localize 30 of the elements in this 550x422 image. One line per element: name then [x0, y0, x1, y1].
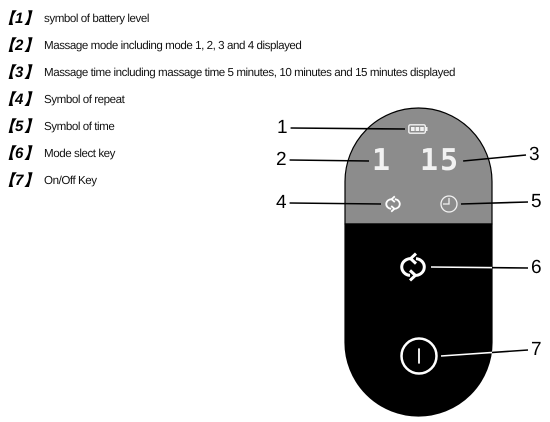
item-number: 【6】	[0, 145, 38, 163]
item-description: symbol of battery level	[44, 11, 149, 27]
item-description: Symbol of repeat	[44, 92, 124, 108]
callout-number: 4	[276, 193, 287, 213]
leader-line	[290, 202, 381, 205]
callout-number: 1	[277, 118, 288, 138]
item-number: 【7】	[0, 172, 38, 190]
leader-line	[290, 127, 405, 130]
item-description: On/Off Key	[44, 173, 97, 189]
item-description: Massage mode including mode 1, 2, 3 and 4 displayed	[44, 38, 302, 54]
item-number: 【3】	[0, 64, 38, 82]
callout-number: 6	[531, 258, 542, 278]
callout-number: 3	[529, 145, 540, 165]
item-description: Massage time including massage time 5 minutes, 10 minutes and 15 minutes displayed	[44, 65, 455, 81]
leader-line	[440, 349, 528, 357]
item-description: Symbol of time	[44, 119, 114, 135]
leader-line	[431, 266, 528, 269]
item-number: 【2】	[0, 37, 38, 55]
callout-number: 2	[276, 150, 287, 170]
callout-number: 7	[531, 340, 542, 360]
leader-line	[290, 159, 370, 162]
item-number: 【4】	[0, 91, 38, 109]
callout-number: 5	[531, 192, 542, 212]
segment-display-digits: 15	[420, 146, 460, 176]
item-description: Mode slect key	[44, 146, 116, 162]
item-number: 【1】	[0, 10, 38, 28]
leader-line	[463, 154, 526, 162]
leader-line	[460, 201, 528, 205]
item-number: 【5】	[0, 118, 38, 136]
segment-display-digits: 1	[372, 146, 392, 176]
